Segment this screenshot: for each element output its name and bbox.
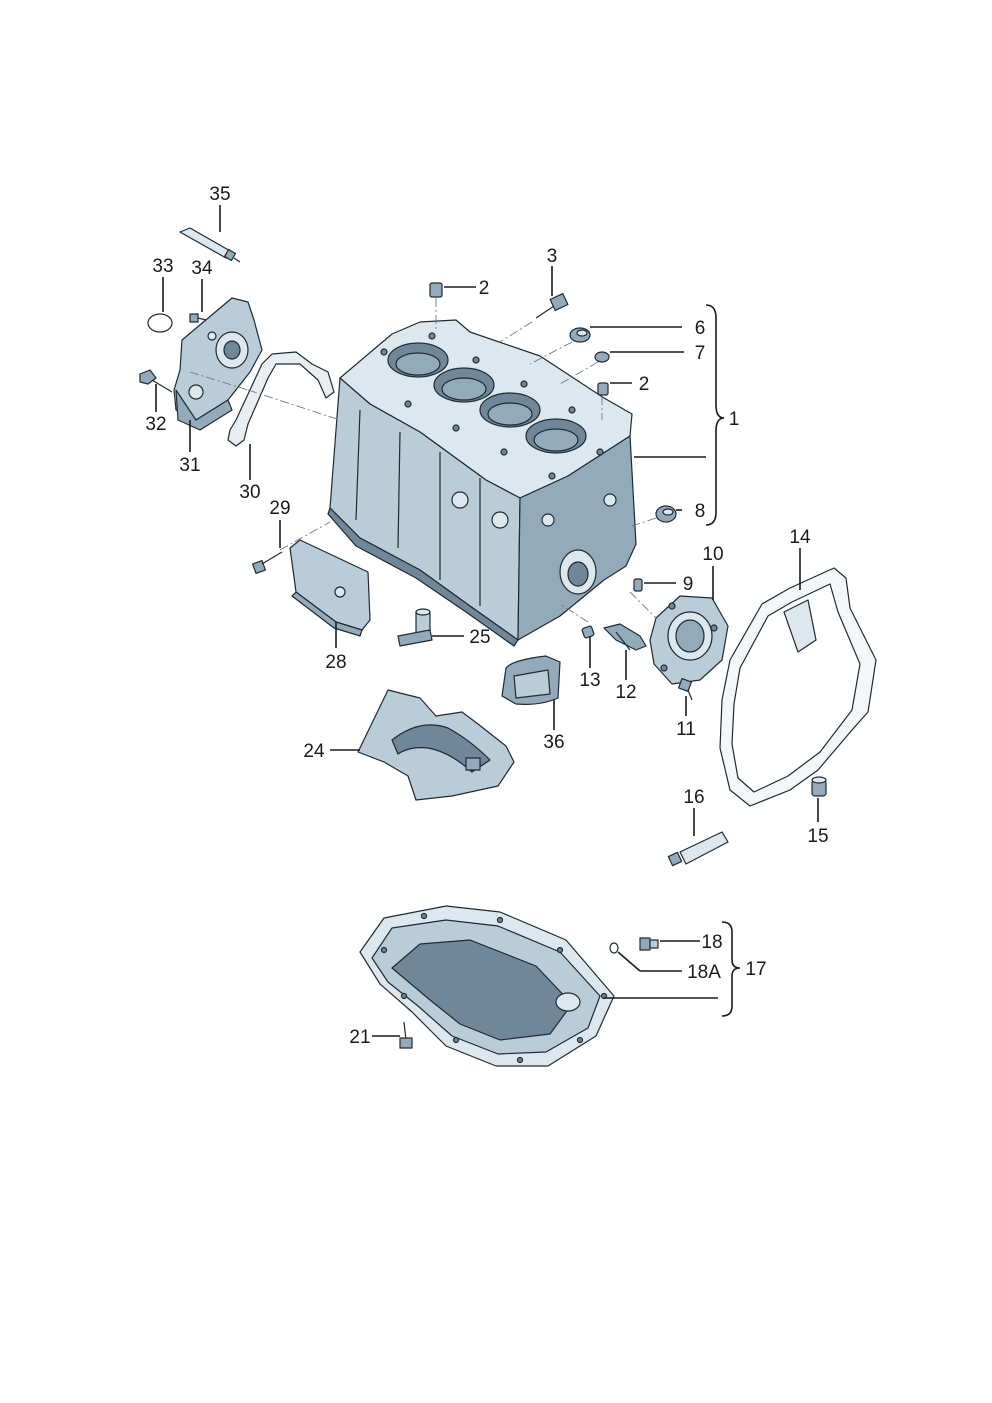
callout-13: 13 [579,670,600,691]
part-14-intermediate-plate [719,567,877,807]
part-33-o-ring [147,313,173,333]
callout-3: 3 [547,246,558,267]
part-21-bolt [399,1021,413,1049]
leader-lines [155,205,819,1037]
bracket-group-17 [721,921,741,1017]
callout-18A: 18A [687,962,721,983]
callout-17: 17 [745,959,766,980]
part-25-sensor [397,608,433,647]
callout-29: 29 [269,498,290,519]
part-12-sender [603,623,647,651]
part-10-seal-flange [649,595,729,685]
callout-28: 28 [325,652,346,673]
part-31-front-cover [173,297,263,431]
callout-25: 25 [469,627,490,648]
part-36-cap [501,655,561,705]
callout-33: 33 [152,256,173,277]
callout-14: 14 [789,527,811,548]
callout-30: 30 [239,482,260,503]
callout-labels: 35 33 34 32 31 30 29 28 25 24 3 2 6 7 2 … [145,184,828,1048]
part-16-sealant-tube [667,831,729,867]
part-6-plug [569,327,591,343]
callout-1: 1 [729,409,740,430]
callout-12: 12 [615,682,636,703]
part-30-gasket [227,351,335,447]
callout-2-top: 2 [479,278,490,299]
callout-9: 9 [683,574,694,595]
callout-32: 32 [145,414,166,435]
part-15-sleeve [811,776,827,797]
callout-2-right: 2 [639,374,650,395]
part-24-baffle [357,689,515,801]
callout-10: 10 [702,544,723,565]
callout-8: 8 [695,501,706,522]
part-11-bolt [677,677,693,701]
callout-18: 18 [701,932,722,953]
callout-7: 7 [695,343,706,364]
part-9-dowel [633,578,643,592]
part-28-cover-plate [289,539,371,637]
part-7-plug [594,351,610,363]
part-35-sealant-tube [179,227,241,263]
callout-34: 34 [191,258,213,279]
part-13-sleeve [581,625,595,639]
part-18-drain-plug [639,937,659,951]
callout-35: 35 [209,184,230,205]
callout-21: 21 [349,1027,370,1048]
part-8-plug [655,505,677,523]
part-3-bolt [535,293,569,319]
callout-6: 6 [695,318,706,339]
callout-36: 36 [543,732,564,753]
part-1-cylinder-block [327,319,637,647]
callout-31: 31 [179,455,200,476]
part-18A-seal-ring [609,942,619,954]
callout-11: 11 [676,719,696,740]
callout-24: 24 [303,741,325,762]
callout-16: 16 [683,787,704,808]
assembly-lines [189,298,657,623]
bracket-group-1 [705,304,725,526]
part-2-dowel-sleeve-top [429,282,443,298]
callout-15: 15 [807,826,828,847]
part-17-oil-pan [359,905,615,1067]
part-29-bolt [251,551,283,575]
part-2-dowel-sleeve-right [597,382,609,396]
part-32-bolt [139,369,173,393]
